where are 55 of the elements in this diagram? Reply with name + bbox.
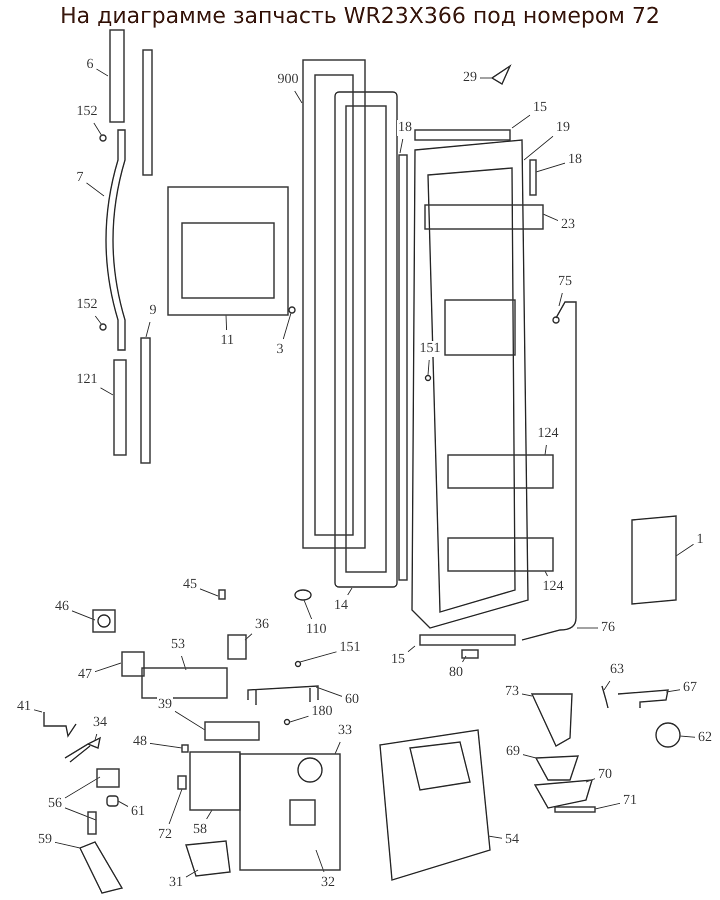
leader-line (34, 709, 42, 712)
leader-line (72, 610, 96, 620)
leader-line (86, 182, 104, 196)
leader-line (462, 656, 466, 662)
leader-line (186, 870, 198, 878)
leader-line (168, 788, 182, 824)
leader-line (512, 114, 530, 128)
leader-line (666, 689, 680, 692)
leader-line (150, 742, 182, 748)
leader-line (316, 686, 342, 697)
leader-line (544, 444, 547, 456)
leader-line (94, 662, 122, 672)
leader-line (334, 742, 341, 754)
leader-line (408, 646, 416, 652)
leader-line (347, 588, 352, 596)
leader-line (100, 387, 114, 396)
leader-line (200, 588, 218, 596)
leader-line (488, 836, 502, 839)
leader-line (304, 600, 312, 620)
leader-line (294, 90, 302, 104)
leader-line (428, 360, 430, 376)
leader-line (146, 322, 150, 338)
leader-line (64, 776, 100, 798)
callout-number: 18 (397, 120, 413, 136)
leader-line (94, 316, 102, 326)
leader-line (64, 807, 96, 820)
leader-line (206, 810, 212, 820)
leader-line (522, 754, 536, 758)
leader-line (181, 656, 186, 670)
leader-line (300, 651, 337, 662)
leader-line (174, 710, 206, 730)
leader-line (290, 716, 309, 722)
leader-line (226, 314, 228, 330)
leader-line (542, 214, 558, 222)
leader-line (54, 842, 80, 848)
leader-line (316, 850, 324, 872)
leader-line (282, 312, 292, 340)
leader-line (93, 122, 102, 136)
leader-line (594, 802, 620, 810)
leader-line (536, 162, 566, 172)
diagram-title: На диаграмме запчасть WR23X366 под номером 72 (59, 4, 661, 29)
leader-line (118, 800, 128, 807)
leader-line (94, 734, 98, 740)
leader-line (522, 694, 532, 696)
callout-number: 151 (418, 341, 442, 357)
leader-line (544, 570, 548, 576)
leader-line (244, 633, 252, 640)
leader-line (524, 136, 554, 160)
leader-line (400, 138, 404, 154)
leader-line (676, 544, 694, 556)
leader-line (586, 778, 596, 782)
leader-line (680, 736, 696, 738)
leader-line (96, 68, 108, 76)
leader-line (558, 292, 563, 306)
leader-line (604, 680, 610, 690)
